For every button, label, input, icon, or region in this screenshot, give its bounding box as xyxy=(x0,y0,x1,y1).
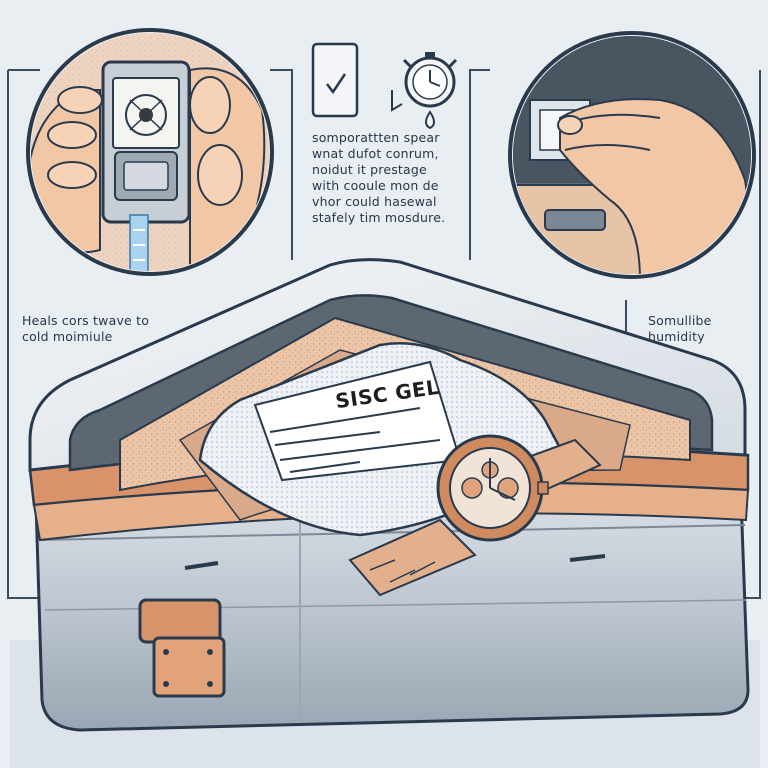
left-inset-circle xyxy=(26,28,274,276)
stopwatch-icon xyxy=(402,52,458,108)
right-caption-line: Somullibe xyxy=(648,313,712,328)
instruction-line: somporattten spear xyxy=(312,130,440,145)
right-caption-line: humidity xyxy=(648,329,705,344)
instruction-line: stafely tim mosdure. xyxy=(312,210,446,225)
right-inset-circle xyxy=(508,31,756,279)
instruction-line: wnat dufot conrum, xyxy=(312,146,439,161)
box-clasp xyxy=(138,598,226,698)
left-caption-line: Heals cors twave to xyxy=(22,313,150,328)
instruction-text: somporattten spear wnat dufot conrum, no… xyxy=(312,130,462,226)
silica-gel-packet xyxy=(198,342,562,537)
instruction-line: noidut it prestage xyxy=(312,162,427,177)
instruction-line: with cooule mon de xyxy=(312,178,439,193)
left-caption: Heals cors twave to cold moimiule xyxy=(22,313,192,345)
droplet-icon xyxy=(391,90,435,130)
wristwatch xyxy=(348,434,602,597)
checkmark-card-icon xyxy=(311,42,359,118)
left-caption-line: cold moimiule xyxy=(22,329,113,344)
instruction-line: vhor could hasewal xyxy=(312,194,437,209)
right-caption: Somullibe humidity xyxy=(648,313,758,345)
